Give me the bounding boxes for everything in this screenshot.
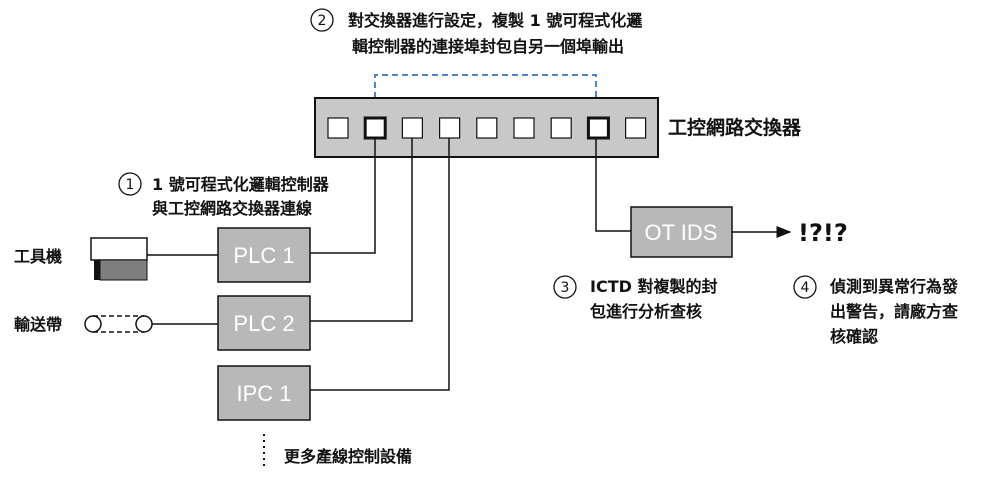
ot-ids-box: OT IDS (630, 206, 733, 258)
step1-line2: 與工控網路交換器連線 (152, 199, 312, 218)
step4-line2: 出警告，請廠方查 (830, 302, 958, 321)
switch-ports (327, 116, 647, 140)
ipc1-label: IPC 1 (236, 381, 291, 406)
port-mirror-link (374, 74, 597, 118)
cable-plc2 (310, 138, 413, 322)
conveyor-label: 輸送帶 (14, 315, 62, 334)
switch-port-3 (401, 117, 423, 139)
more-devices: 更多產線控制設備 (263, 434, 412, 470)
switch-port-7 (550, 117, 572, 139)
switch-port-2 (363, 116, 387, 140)
step2-line2: 輯控制器的連接埠封包自另一個埠輸出 (352, 37, 624, 56)
plc1-box: PLC 1 (217, 227, 311, 283)
step1-annotation: 1 1 號可程式化邏輯控制器 與工控網路交換器連線 (118, 172, 330, 218)
ipc1-box: IPC 1 (217, 365, 311, 421)
switch-port-5 (476, 117, 498, 139)
step3-number-circle (553, 275, 577, 299)
conveyor-icon (84, 315, 153, 333)
alert-symbol: !?!? (798, 219, 848, 247)
ot-ids-label: OT IDS (645, 220, 718, 245)
step1-number-circle (118, 172, 142, 196)
plc2-box: PLC 2 (217, 295, 311, 351)
plc1-label: PLC 1 (233, 243, 294, 268)
step4-number: 4 (801, 280, 810, 296)
step2-number-circle (310, 8, 334, 32)
switch-port-8 (586, 116, 610, 140)
switch-port-6 (513, 117, 535, 139)
step3-line1: ICTD 對複製的封 (590, 277, 717, 296)
step3-line2: 包進行分析查核 (590, 302, 702, 321)
step1-number: 1 (126, 177, 135, 193)
step4-number-circle (793, 275, 817, 299)
machine-tool-label: 工具機 (14, 247, 62, 266)
step2-number: 2 (318, 13, 327, 29)
step2-line1: 對交換器進行設定，複製 1 號可程式化邏 (348, 11, 643, 30)
switch-port-4 (439, 117, 461, 139)
step1-line1: 1 號可程式化邏輯控制器 (152, 175, 330, 194)
step4-line3: 核確認 (830, 327, 878, 346)
switch-port-9 (624, 117, 647, 139)
plc2-label: PLC 2 (233, 311, 294, 336)
switch-port-1 (327, 117, 349, 139)
step2-annotation: 2 對交換器進行設定，複製 1 號可程式化邏 輯控制器的連接埠封包自另一個埠輸出 (310, 8, 643, 56)
conveyor: 輸送帶 (14, 315, 218, 334)
cable-plc1 (310, 138, 376, 254)
step4-line1: 偵測到異常行為發 (829, 277, 959, 296)
more-devices-label: 更多產線控制設備 (284, 447, 412, 466)
cable-ipc1 (310, 138, 450, 391)
industrial-switch: 工控網路交換器 (314, 97, 802, 158)
machine-tool: 工具機 (14, 237, 218, 281)
step4-annotation: 4 偵測到異常行為發 出警告，請廠方查 核確認 (793, 275, 959, 346)
cable-ot-ids (595, 138, 631, 232)
machine-tool-icon (90, 237, 148, 261)
step3-number: 3 (561, 280, 570, 296)
step3-annotation: 3 ICTD 對複製的封 包進行分析查核 (553, 275, 717, 321)
switch-label: 工控網路交換器 (668, 116, 802, 139)
